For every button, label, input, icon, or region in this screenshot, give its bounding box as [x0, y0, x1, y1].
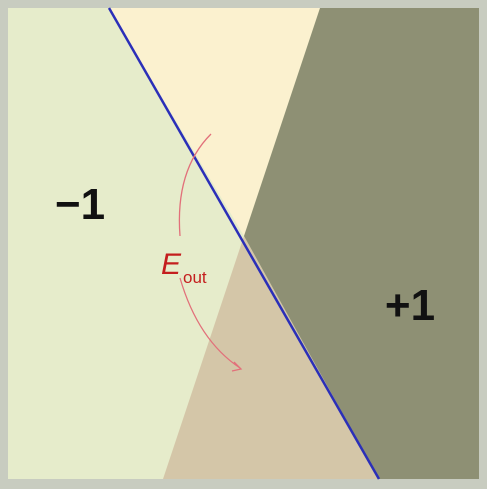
- eout-subscript: out: [183, 268, 207, 287]
- hypothesis-line: [107, 7, 381, 480]
- error-arc-upper: [178, 133, 212, 237]
- error-arc-lower: [179, 277, 241, 369]
- error-arc-arrowhead: [231, 361, 243, 372]
- error-wedge-lower: [163, 236, 379, 479]
- error-wedge-upper: [109, 8, 320, 236]
- positive-label: +1: [385, 281, 435, 330]
- eout-symbol: E: [161, 248, 182, 281]
- negative-label: −1: [55, 180, 105, 229]
- positive-region: [244, 8, 479, 479]
